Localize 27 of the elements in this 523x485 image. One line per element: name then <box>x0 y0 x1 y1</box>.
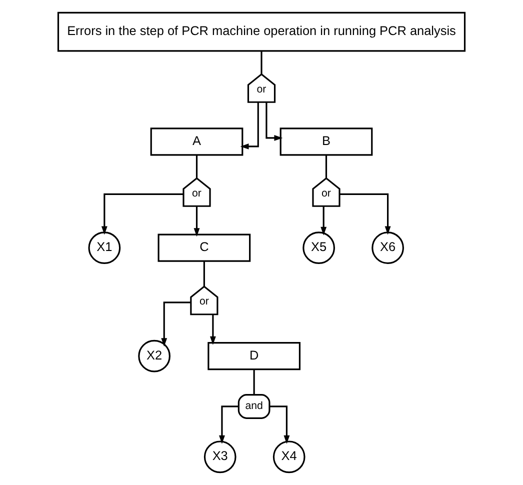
node-box: A <box>150 128 244 156</box>
node-circle: X4 <box>272 440 306 474</box>
node-circle: X5 <box>302 232 335 264</box>
connector <box>253 370 255 395</box>
node-box: C <box>158 234 251 262</box>
arrow <box>194 206 200 237</box>
node-box: Errors in the step of PCR machine operation in running PCR analysis <box>57 12 466 52</box>
arrow <box>320 206 327 236</box>
node-circle: X3 <box>204 440 236 474</box>
node-box: D <box>208 342 300 370</box>
node-box: and <box>238 394 270 419</box>
node-circle: X2 <box>138 340 170 372</box>
node-circle: X6 <box>372 232 404 264</box>
arrow <box>266 102 283 141</box>
connector <box>325 155 328 178</box>
arrow <box>270 406 290 444</box>
connector <box>196 155 198 178</box>
arrow <box>240 102 259 150</box>
node-circle: X1 <box>88 232 121 264</box>
connector <box>260 51 262 74</box>
arrow <box>340 193 391 235</box>
node-box: B <box>280 128 373 156</box>
arrow <box>210 314 216 345</box>
arrow <box>218 406 238 444</box>
arrow <box>161 302 191 347</box>
arrow <box>101 193 184 235</box>
connector <box>203 261 205 286</box>
